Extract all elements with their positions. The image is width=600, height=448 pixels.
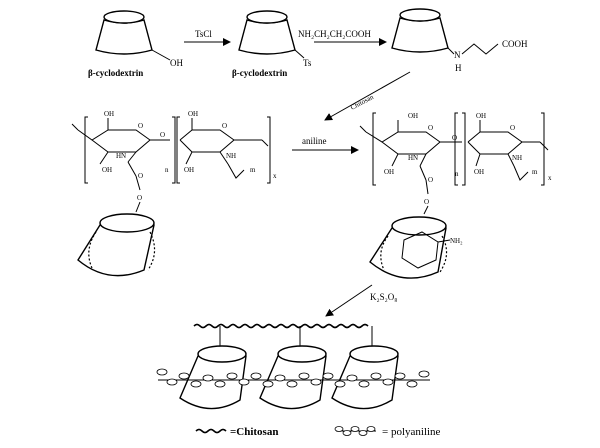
imine-h-label: H <box>455 63 462 73</box>
acid-label: COOH <box>502 39 528 49</box>
o-2: O <box>222 122 227 130</box>
r-n-sub: n <box>455 170 459 178</box>
r-o-carbonyl: O <box>428 176 433 184</box>
reagent-chitosan: Chitosan <box>349 93 375 112</box>
r-o-1: O <box>428 124 433 132</box>
cyclodextrin-2: Ts β-cyclodextrin <box>232 10 312 78</box>
chitosan-arrow: Chitosan <box>324 71 411 121</box>
o-carbonyl: O <box>138 172 143 180</box>
r-oh-4: OH <box>474 168 484 176</box>
chitosan-cd-conjugate: OH O OH HN O n O O OH O OH NH m x <box>71 110 277 277</box>
aniline-inclusion-complex: OH O OH HN O n O O OH O OH NH m x <box>359 112 552 279</box>
oh-1: OH <box>104 110 114 118</box>
polyaniline-chain <box>156 368 430 388</box>
oxidant-arrow: K₂S₂O₈ <box>325 284 397 317</box>
r-hn-1: HN <box>408 154 418 162</box>
oh-3: OH <box>188 110 198 118</box>
cyclodextrin-3: N H COOH <box>391 8 528 73</box>
nh-1: NH <box>226 152 236 160</box>
legend-chitosan: =Chitosan <box>195 426 278 438</box>
r-o-2: O <box>510 124 515 132</box>
legend-chitosan-label: =Chitosan <box>230 426 278 438</box>
r-oh-3: OH <box>476 112 486 120</box>
imine-n-label: N <box>454 50 461 60</box>
reagent-aniline: aniline <box>302 136 327 146</box>
o-link-1: O <box>160 131 165 139</box>
r-o-linker: O <box>424 198 429 206</box>
amine-group-label: NH₂ <box>450 237 463 245</box>
tosyl-label: Ts <box>303 58 312 68</box>
m-sub: m <box>250 166 256 174</box>
reagent-tscl: TsCl <box>195 29 212 39</box>
r-x-sub: x <box>548 174 552 182</box>
o-linker: O <box>137 194 142 202</box>
cd-label-1: β-cyclodextrin <box>88 68 143 78</box>
cyclodextrin-1: OH β-cyclodextrin <box>88 10 183 78</box>
r-m-sub: m <box>532 168 538 176</box>
aniline-arrow: aniline <box>292 136 359 154</box>
o-1: O <box>138 122 143 130</box>
legend-polyaniline: = polyaniline <box>334 426 441 438</box>
reagent-oxidant: K₂S₂O₈ <box>370 292 397 302</box>
hydroxyl-label: OH <box>170 58 183 68</box>
r-nh-1: NH <box>512 154 522 162</box>
r-oh-1: OH <box>408 112 418 120</box>
x-sub: x <box>273 172 277 180</box>
r-oh-2: OH <box>384 168 394 176</box>
reagent-amine: NH₂CH₂CH₂COOH <box>298 29 371 39</box>
oh-2: OH <box>102 166 112 174</box>
tscl-arrow: TsCl <box>184 29 231 46</box>
amine-arrow: NH₂CH₂CH₂COOH <box>298 29 387 46</box>
cd-label-2: β-cyclodextrin <box>232 68 287 78</box>
legend-polyaniline-label: = polyaniline <box>382 426 441 438</box>
hn-1: HN <box>116 152 126 160</box>
oh-4: OH <box>184 166 194 174</box>
final-composite <box>156 323 430 410</box>
r-o-link: O <box>452 134 457 142</box>
legend: =Chitosan = polyaniline <box>195 426 441 438</box>
n-sub: n <box>165 166 169 174</box>
